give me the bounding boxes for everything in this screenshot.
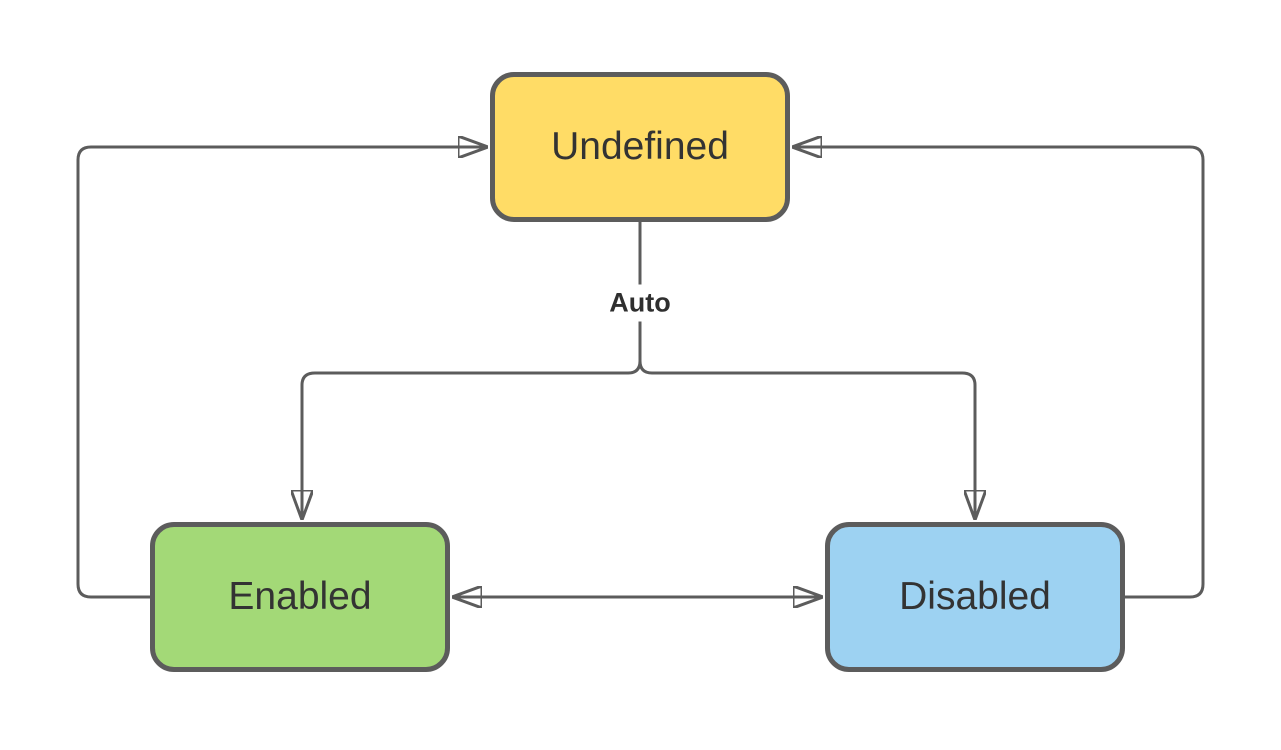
edge-disabled-to-undefined[interactable]	[792, 147, 1205, 599]
state-node-disabled[interactable]: Disabled	[825, 522, 1125, 672]
state-node-disabled-label: Disabled	[899, 575, 1051, 618]
edge-label-auto: Auto	[600, 284, 680, 322]
state-node-enabled[interactable]: Enabled	[150, 522, 450, 672]
state-node-undefined[interactable]: Undefined	[490, 72, 790, 222]
edge-enabled-to-undefined[interactable]	[76, 147, 488, 599]
edge-undefined-to-disabled[interactable]	[638, 222, 975, 520]
edge-undefined-to-enabled[interactable]	[302, 222, 642, 520]
state-node-enabled-label: Enabled	[228, 575, 372, 618]
state-node-undefined-label: Undefined	[551, 125, 729, 168]
